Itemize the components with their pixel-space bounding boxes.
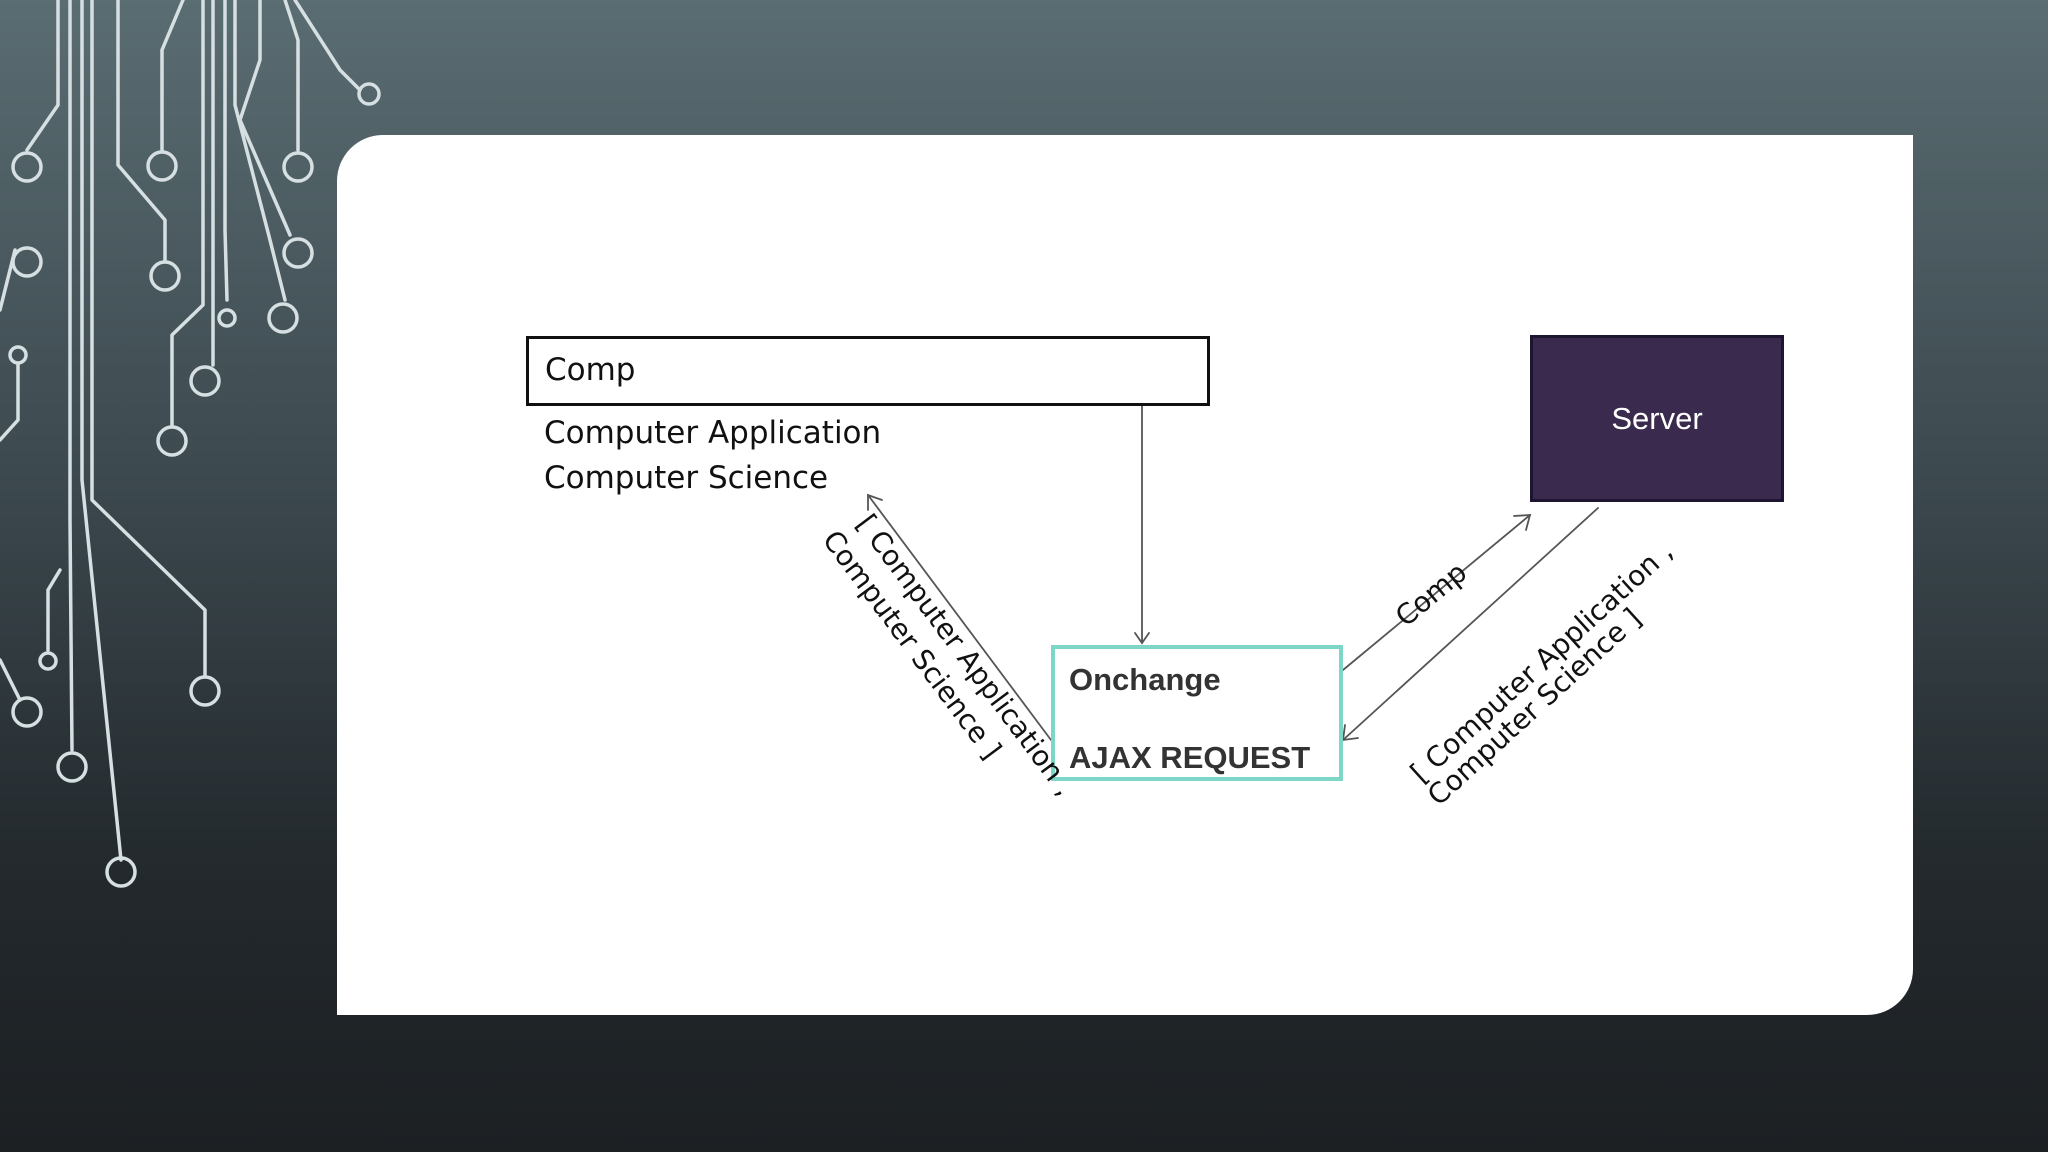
server-label: Server	[1611, 400, 1703, 436]
server-box: Server	[1530, 335, 1784, 502]
arrow-server-to-ajax	[1342, 507, 1599, 741]
suggestion-item[interactable]: Computer Science	[544, 460, 829, 496]
circuit-decoration	[0, 0, 381, 888]
arrow-ajax-to-options	[867, 494, 1052, 741]
arrow-ajax-to-server	[1342, 514, 1531, 671]
ajax-request-label: AJAX REQUEST	[1069, 740, 1311, 775]
ajax-onchange-label: Onchange	[1069, 662, 1221, 697]
ajax-request-box: Onchange AJAX REQUEST	[1051, 645, 1343, 781]
suggestion-item[interactable]: Computer Application	[544, 415, 882, 451]
course-input[interactable]: Comp	[526, 336, 1210, 406]
slide-card	[337, 135, 1913, 1015]
